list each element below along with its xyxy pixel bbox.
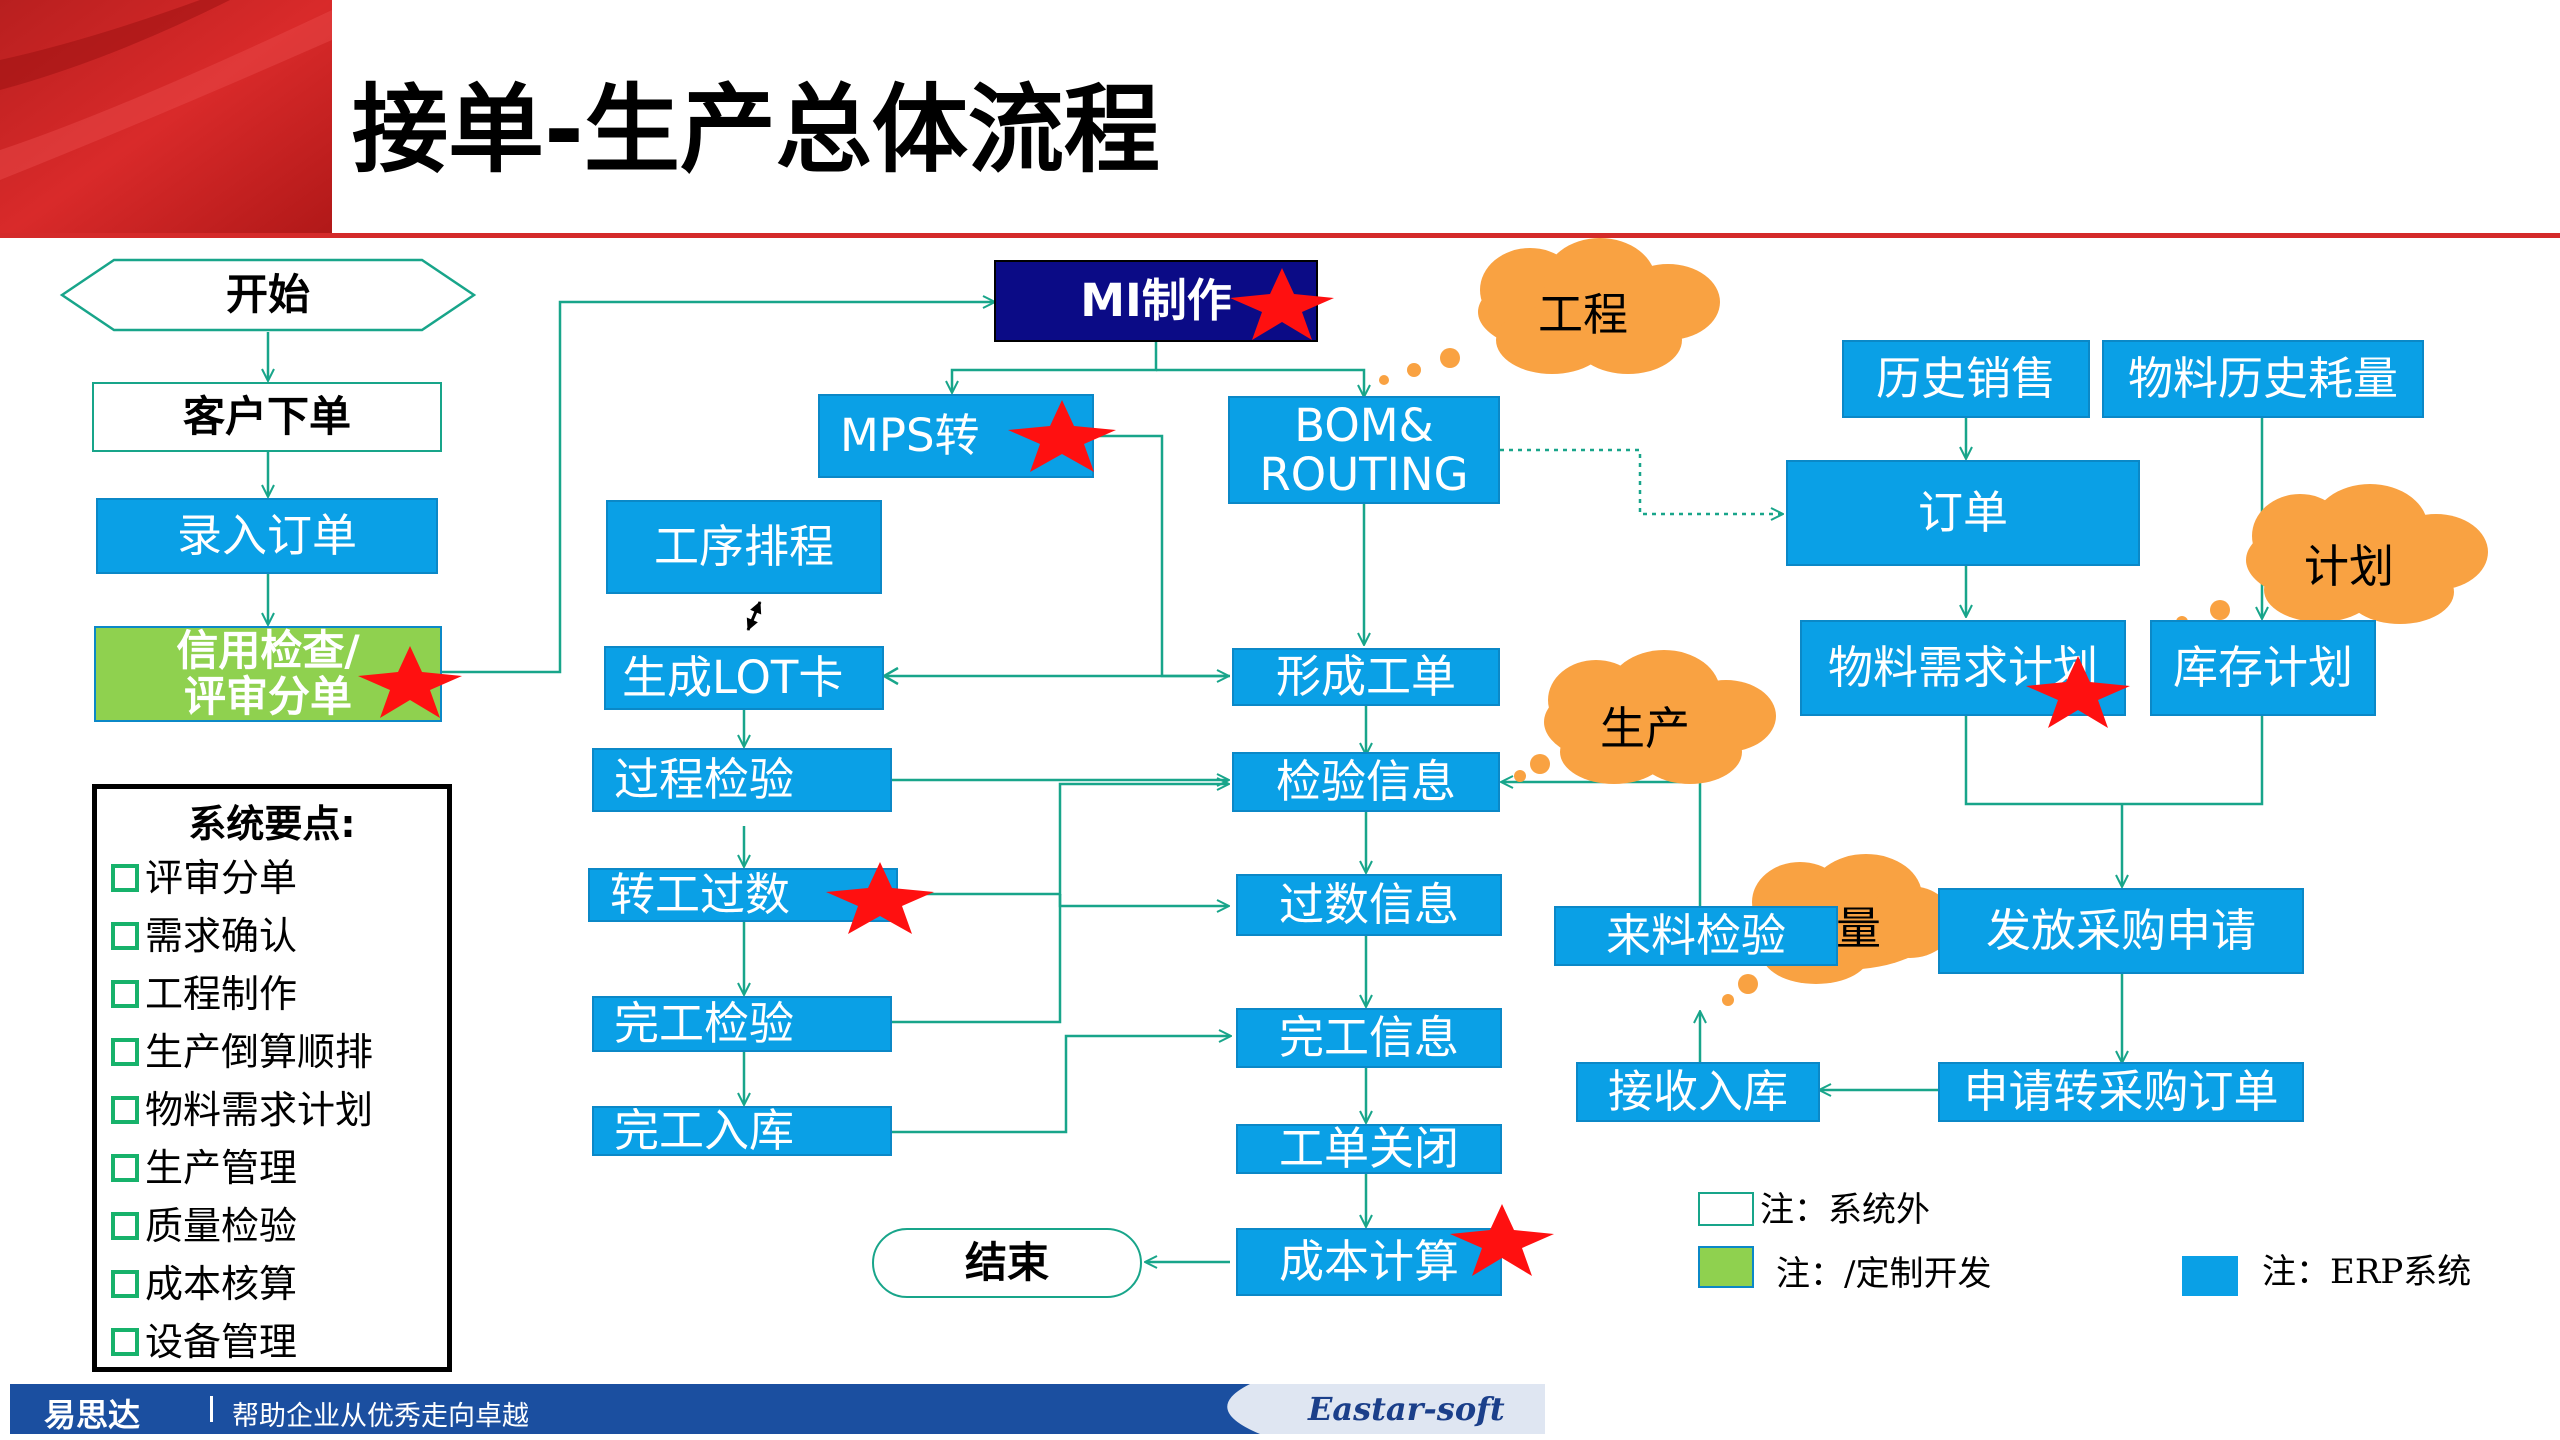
system-point-text: 生产倒算顺排 [145,1030,374,1074]
cloud-engineering-label: 工程 [1538,288,1629,341]
system-point-text: 生产管理 [145,1146,298,1190]
checkbox-square-icon [111,864,139,892]
node-purchase-request[interactable]: 发放采购申请 [1938,888,2304,974]
bom-line1: BOM& [1294,398,1434,452]
node-mrp[interactable]: 物料需求计划 [1800,620,2126,716]
system-point-item: 生产倒算顺排 [111,1023,447,1081]
start-node[interactable] [58,258,478,332]
cloud-planning [2176,484,2488,628]
system-point-text: 质量检验 [145,1204,298,1248]
system-point-item: 工程制作 [111,965,447,1023]
node-work-order[interactable]: 形成工单 [1232,648,1500,706]
checkbox-square-icon [111,1096,139,1124]
checkbox-square-icon [111,980,139,1008]
system-point-text: 成本核算 [145,1262,298,1306]
system-point-item: 成本核算 [111,1255,447,1313]
cloud-engineering [1379,238,1720,385]
checkbox-square-icon [111,1212,139,1240]
node-end[interactable]: 结束 [872,1228,1142,1298]
system-point-item: 设备管理 [111,1313,447,1371]
system-point-item: 生产管理 [111,1139,447,1197]
node-close-order[interactable]: 工单关闭 [1236,1124,1502,1174]
node-receive-store[interactable]: 接收入库 [1576,1062,1820,1122]
system-point-text: 工程制作 [145,972,298,1016]
node-mps[interactable]: MPS转 [818,394,1094,478]
node-cost-calc[interactable]: 成本计算 [1236,1228,1502,1296]
node-sales-history[interactable]: 历史销售 [1842,340,2090,418]
footer-swoosh [1227,1384,1545,1434]
node-lot-card[interactable]: 生成LOT卡 [604,646,884,710]
system-point-item: 评审分单 [111,849,447,907]
checkbox-square-icon [111,1270,139,1298]
cloud-quality-label: 量 [1836,902,1882,955]
footer-company: 易思达 [44,1396,141,1434]
node-inspect-info[interactable]: 检验信息 [1232,752,1500,812]
system-points-panel: 系统要点: 评审分单需求确认工程制作生产倒算顺排物料需求计划生产管理质量检验成本… [92,784,452,1372]
legend-custom-swatch [1698,1246,1754,1288]
legend-outside-label: 注：系统外 [1760,1190,1930,1230]
system-point-item: 质量检验 [111,1197,447,1255]
checkbox-square-icon [111,1154,139,1182]
node-enter-order[interactable]: 录入订单 [96,498,438,574]
node-transfer-count[interactable]: 转工过数 [588,868,898,922]
node-order[interactable]: 订单 [1786,460,2140,566]
legend-erp-swatch [2182,1256,2238,1296]
system-points-list: 评审分单需求确认工程制作生产倒算顺排物料需求计划生产管理质量检验成本核算设备管理 [97,849,447,1371]
start-label: 开始 [225,269,310,319]
node-bom-routing[interactable]: BOM& ROUTING [1228,396,1500,504]
cloud-production-label: 生产 [1600,702,1691,755]
credit-check-line2: 评审分单 [183,672,352,721]
footer-brand: Eastar-soft [1308,1390,1505,1428]
banner-red-line [0,233,2560,238]
node-mi-make[interactable]: MI制作 [994,260,1318,342]
system-point-item: 物料需求计划 [111,1081,447,1139]
cloud-planning-label: 计划 [2304,540,2395,593]
node-material-history[interactable]: 物料历史耗量 [2102,340,2424,418]
node-request-to-po[interactable]: 申请转采购订单 [1938,1062,2304,1122]
legend-custom-label: 注：/定制开发 [1776,1254,1992,1294]
node-finish-info[interactable]: 完工信息 [1236,1008,1502,1068]
node-incoming-inspect[interactable]: 来料检验 [1554,906,1838,966]
checkbox-square-icon [111,922,139,950]
node-finish-store[interactable]: 完工入库 [592,1106,892,1156]
footer-slogan: 帮助企业从优秀走向卓越 [232,1401,529,1432]
node-schedule[interactable]: 工序排程 [606,500,882,594]
legend-erp-label: 注：ERP系统 [2262,1252,2472,1292]
header-banner [0,0,2560,238]
node-count-info[interactable]: 过数信息 [1236,874,1502,936]
system-point-text: 需求确认 [145,914,298,958]
checkbox-square-icon [111,1038,139,1066]
system-point-text: 物料需求计划 [145,1088,374,1132]
system-points-title: 系统要点: [188,802,356,846]
system-point-item: 需求确认 [111,907,447,965]
bom-line2: ROUTING [1259,448,1469,501]
node-inventory-plan[interactable]: 库存计划 [2150,620,2376,716]
page-title: 接单-生产总体流程 [352,74,1160,186]
system-point-text: 评审分单 [145,856,298,900]
footer-divider [210,1396,213,1422]
checkbox-square-icon [111,1328,139,1356]
credit-check-line1: 信用检查/ [176,626,360,675]
footer-bar: 易思达 帮助企业从优秀走向卓越 Eastar-soft [10,1384,1545,1434]
node-customer-order[interactable]: 客户下单 [92,382,442,452]
node-finish-inspect[interactable]: 完工检验 [592,996,892,1052]
legend-outside-swatch [1698,1192,1754,1226]
cloud-production [1514,650,1776,784]
node-process-inspect[interactable]: 过程检验 [592,748,892,812]
node-credit-check[interactable]: 信用检查/ 评审分单 [94,626,442,722]
system-point-text: 设备管理 [145,1320,298,1364]
